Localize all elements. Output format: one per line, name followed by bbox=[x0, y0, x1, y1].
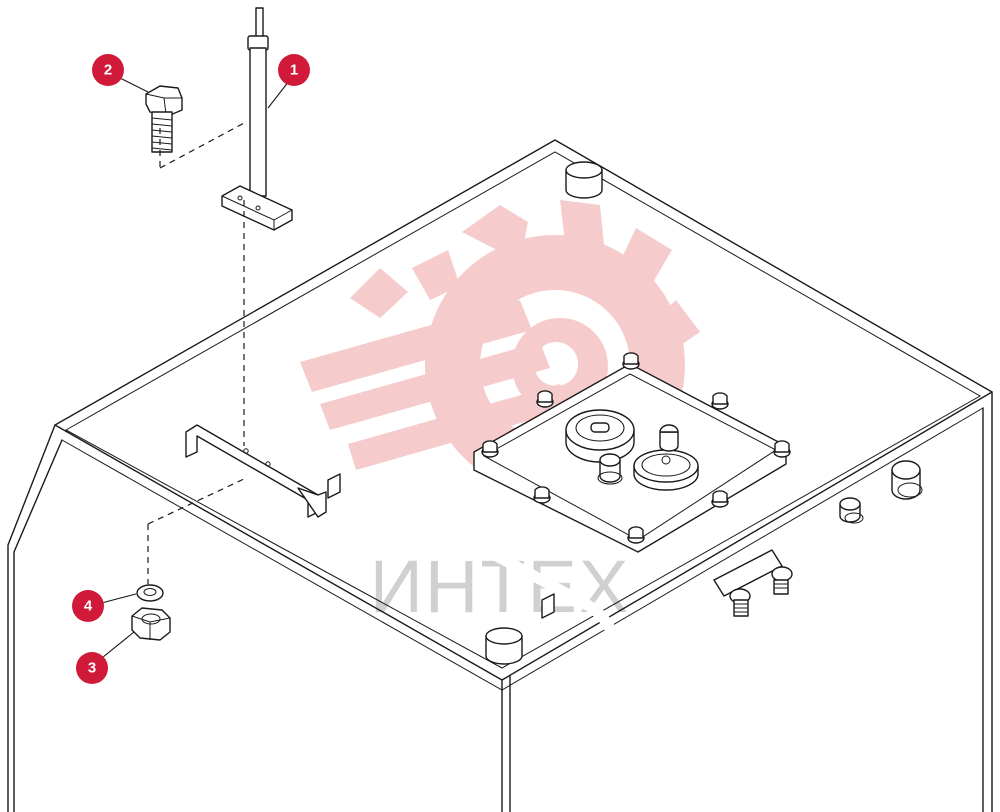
inspection-plate bbox=[473, 352, 791, 553]
callout-3: 3 bbox=[76, 652, 108, 684]
gauge-flange bbox=[633, 424, 699, 491]
drain-plug bbox=[891, 460, 923, 500]
callout-1-label: 1 bbox=[290, 62, 298, 79]
elbow-fitting-right bbox=[771, 566, 793, 595]
top-boss-front bbox=[485, 627, 523, 665]
filler-cap bbox=[565, 409, 635, 463]
part-1-rod-bracket bbox=[221, 7, 293, 231]
handle-rail bbox=[316, 456, 619, 686]
small-plug bbox=[839, 497, 864, 524]
callout-2: 2 bbox=[92, 54, 124, 86]
callout-2-label: 2 bbox=[104, 62, 112, 79]
tank-bracket bbox=[185, 424, 327, 518]
callout-4-label: 4 bbox=[84, 598, 93, 615]
tank-body bbox=[7, 139, 993, 812]
front-fittings bbox=[713, 460, 923, 617]
callout-1: 1 bbox=[278, 54, 310, 86]
callout-3-label: 3 bbox=[88, 660, 96, 677]
plate-nuts bbox=[481, 352, 791, 544]
part-4-washer bbox=[136, 584, 164, 602]
top-boss-rear bbox=[565, 161, 603, 199]
breather-stub bbox=[597, 453, 623, 485]
elbow-fitting-left bbox=[713, 549, 783, 617]
assembly-dashed-lines bbox=[147, 121, 247, 584]
part-3-hex-nut bbox=[131, 607, 171, 641]
callout-4: 4 bbox=[72, 590, 104, 622]
part-2-hex-bolt bbox=[145, 85, 183, 153]
